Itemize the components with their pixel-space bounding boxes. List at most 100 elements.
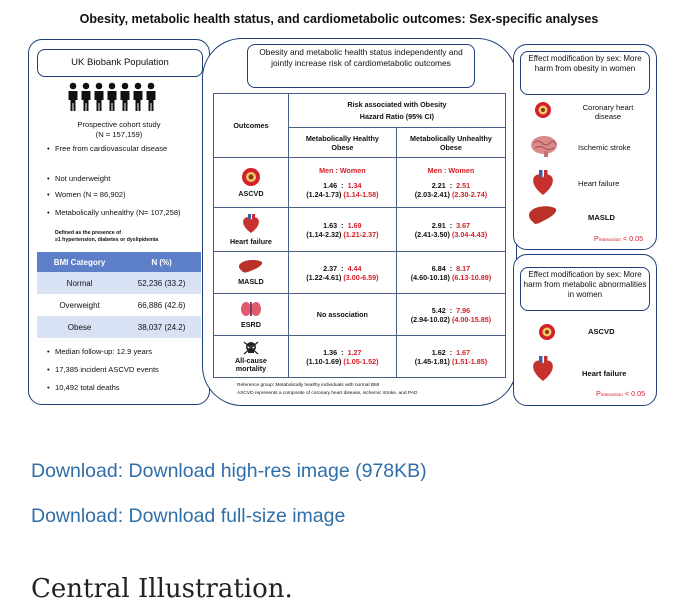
ci-men: (1.24-1.73) — [306, 190, 342, 199]
hr-men: 2.37 — [323, 263, 338, 273]
ci-women: (2.30-2.74) — [451, 190, 488, 199]
men-women-label: Men : Women — [427, 166, 475, 175]
skull-icon — [243, 341, 259, 354]
table-row: Heart failure 1.63 : 1.69 (1.14-2.32) (1… — [213, 207, 507, 252]
hr-women: 7.96 — [456, 305, 471, 315]
kidney-icon — [240, 302, 261, 316]
people-icon — [68, 82, 156, 111]
table-row: Overweight 66,886 (42.6) — [37, 294, 201, 316]
middle-header-text: Obesity and metabolic health status inde… — [259, 47, 463, 68]
bullet-not-underweight: Not underweight — [47, 174, 195, 183]
download-highres-link[interactable]: Download: Download high-res image (978KB… — [31, 460, 427, 482]
hr-men: 2.21 — [431, 181, 446, 190]
figure-caption: Central Illustration. — [31, 574, 293, 604]
right-bottom-header: Effect modification by sex: More harm fr… — [520, 267, 650, 311]
heart-organ-icon — [243, 214, 259, 233]
bmi-header-n: N (%) — [122, 252, 201, 272]
muo-header: Metabolically Unhealthy Obese — [395, 127, 507, 158]
p-interaction-top: Pinteraction < 0.05 — [594, 234, 654, 243]
p-sub: interaction — [600, 393, 623, 398]
outcome-cell: ESRD — [213, 293, 289, 336]
muo-cell: Men : Women 2.21 : 2.51 (2.03-2.41) (2.3… — [395, 157, 507, 208]
men-women-label: Men : Women — [319, 166, 366, 175]
bmi-cell: Obese — [37, 316, 123, 338]
figure-title: Obesity, metabolic health status, and ca… — [79, 12, 599, 26]
muo-cell: 2.91 : 3.67 (2.41-3.50) (3.04-4.43) — [395, 207, 507, 252]
outcome-label: ESRD — [240, 320, 261, 329]
hr-women: 1.67 — [456, 347, 471, 357]
liver-icon — [529, 206, 557, 224]
table-row: ASCVD Men : Women 1.46 : 1.34 (1.24-1.73… — [213, 157, 507, 208]
table-row: MASLD 2.37 : 4.44 (1.22-4.61) (3.00-6.59… — [213, 251, 507, 294]
left-panel: UK Biobank Population Prospective cohort… — [28, 39, 210, 405]
mho-cell: 1.36 : 1.27 (1.10-1.69) (1.05-1.52) — [287, 335, 397, 378]
hr-men: 5.42 — [431, 305, 446, 315]
footnote-reference: Reference group: Metabolically healthy i… — [237, 383, 380, 388]
ci-women: (3.00-6.59) — [343, 272, 379, 282]
bmi-cell: Overweight — [59, 300, 100, 310]
outcome-label: All-cause mortality — [234, 355, 267, 373]
hr-women: 1.69 — [347, 220, 362, 230]
p-value: < 0.05 — [622, 389, 646, 398]
hr-women: 1.34 — [347, 181, 362, 190]
ci-men: (1.45-1.81) — [414, 356, 450, 366]
muo-cell: 5.42 : 7.96 (2.94-10.02) (4.00-15.85) — [395, 293, 507, 336]
mho-cell: 1.63 : 1.69 (1.14-2.32) (1.21-2.37) — [287, 207, 397, 252]
study-n: (N = 157,159) — [95, 130, 143, 139]
outcome-cell: All-cause mortality — [213, 335, 289, 378]
outcome-cell: Heart failure — [213, 207, 289, 252]
bmi-cell: Normal — [37, 272, 123, 294]
p-interaction-bottom: Pinteraction < 0.05 — [596, 389, 656, 398]
bullet-ascvd-events: 17,385 incident ASCVD events — [47, 365, 205, 374]
hr-men: 1.62 — [431, 347, 446, 357]
mho-cell: Men : Women 1.46 : 1.34 (1.24-1.73) (1.1… — [287, 157, 397, 208]
mho-header: Metabolically Healthy Obese — [287, 127, 397, 158]
ci-men: (4.60-10.18) — [410, 272, 450, 282]
risk-header: Risk associated with Obesity Hazard Rati… — [287, 93, 507, 128]
hr-men: 2.91 — [431, 220, 446, 230]
ci-women: (1.05-1.52) — [343, 356, 379, 366]
bmi-cell: 66,886 (42.6) — [137, 300, 186, 310]
no-association: No association — [316, 310, 368, 319]
bmi-table: BMI Category N (%) Normal 52,236 (33.2) … — [37, 252, 201, 338]
liver-icon — [238, 259, 263, 273]
heart-organ-icon — [533, 170, 553, 195]
item-chd: Coronary heart disease — [582, 103, 634, 121]
download-fullsize-link[interactable]: Download: Download full-size image — [31, 505, 346, 527]
ci-women: (4.00-15.85) — [451, 314, 492, 324]
risk-header-line2: Hazard Ratio (95% CI) — [359, 112, 435, 121]
table-row: Obese 38,037 (24.2) — [37, 316, 201, 338]
mho-cell: No association — [287, 293, 397, 336]
p-sub: interaction — [598, 238, 621, 243]
table-row: ESRD No association 5.42 : 7.96 (2.94-10… — [213, 293, 507, 336]
heart-organ-icon — [533, 356, 553, 381]
muo-cell: 1.62 : 1.67 (1.45-1.81) (1.51-1.85) — [395, 335, 507, 378]
footnote-ascvd: ASCVD represents a composite of coronary… — [237, 391, 418, 396]
p-value: < 0.05 — [620, 234, 644, 243]
hr-women: 3.67 — [456, 220, 471, 230]
bullet-met-unhealthy: Metabolically unhealthy (N= 107,258) — [47, 208, 195, 217]
study-type: Prospective cohort study — [77, 120, 161, 129]
ci-men: (1.10-1.69) — [306, 356, 342, 366]
hr-men: 1.36 — [323, 347, 338, 357]
p-label: P — [594, 234, 599, 243]
hr-men: 6.84 — [431, 263, 446, 273]
item-hf-bottom: Heart failure — [582, 369, 627, 378]
heart-icon — [241, 168, 260, 186]
right-bottom-panel: Effect modification by sex: More harm fr… — [513, 254, 657, 406]
ci-men: (2.94-10.02) — [410, 314, 450, 324]
table-row: All-cause mortality 1.36 : 1.27 (1.10-1.… — [213, 335, 507, 378]
ci-men: (1.14-2.32) — [306, 229, 342, 239]
right-top-header: Effect modification by sex: More harm fr… — [520, 51, 650, 95]
brain-icon — [531, 136, 557, 157]
hr-women: 8.17 — [456, 263, 471, 273]
right-top-header-text: Effect modification by sex: More harm fr… — [528, 54, 642, 73]
middle-panel: Obesity and metabolic health status inde… — [202, 38, 517, 406]
ci-women: (6.13-10.89) — [451, 272, 492, 282]
outcome-label: ASCVD — [238, 189, 264, 198]
item-stroke: Ischemic stroke — [578, 143, 631, 152]
bmi-cell: 38,037 (24.2) — [122, 316, 201, 338]
hr-men: 1.63 — [323, 220, 338, 230]
p-label: P — [596, 389, 601, 398]
risk-table: Outcomes Risk associated with Obesity Ha… — [213, 93, 507, 378]
